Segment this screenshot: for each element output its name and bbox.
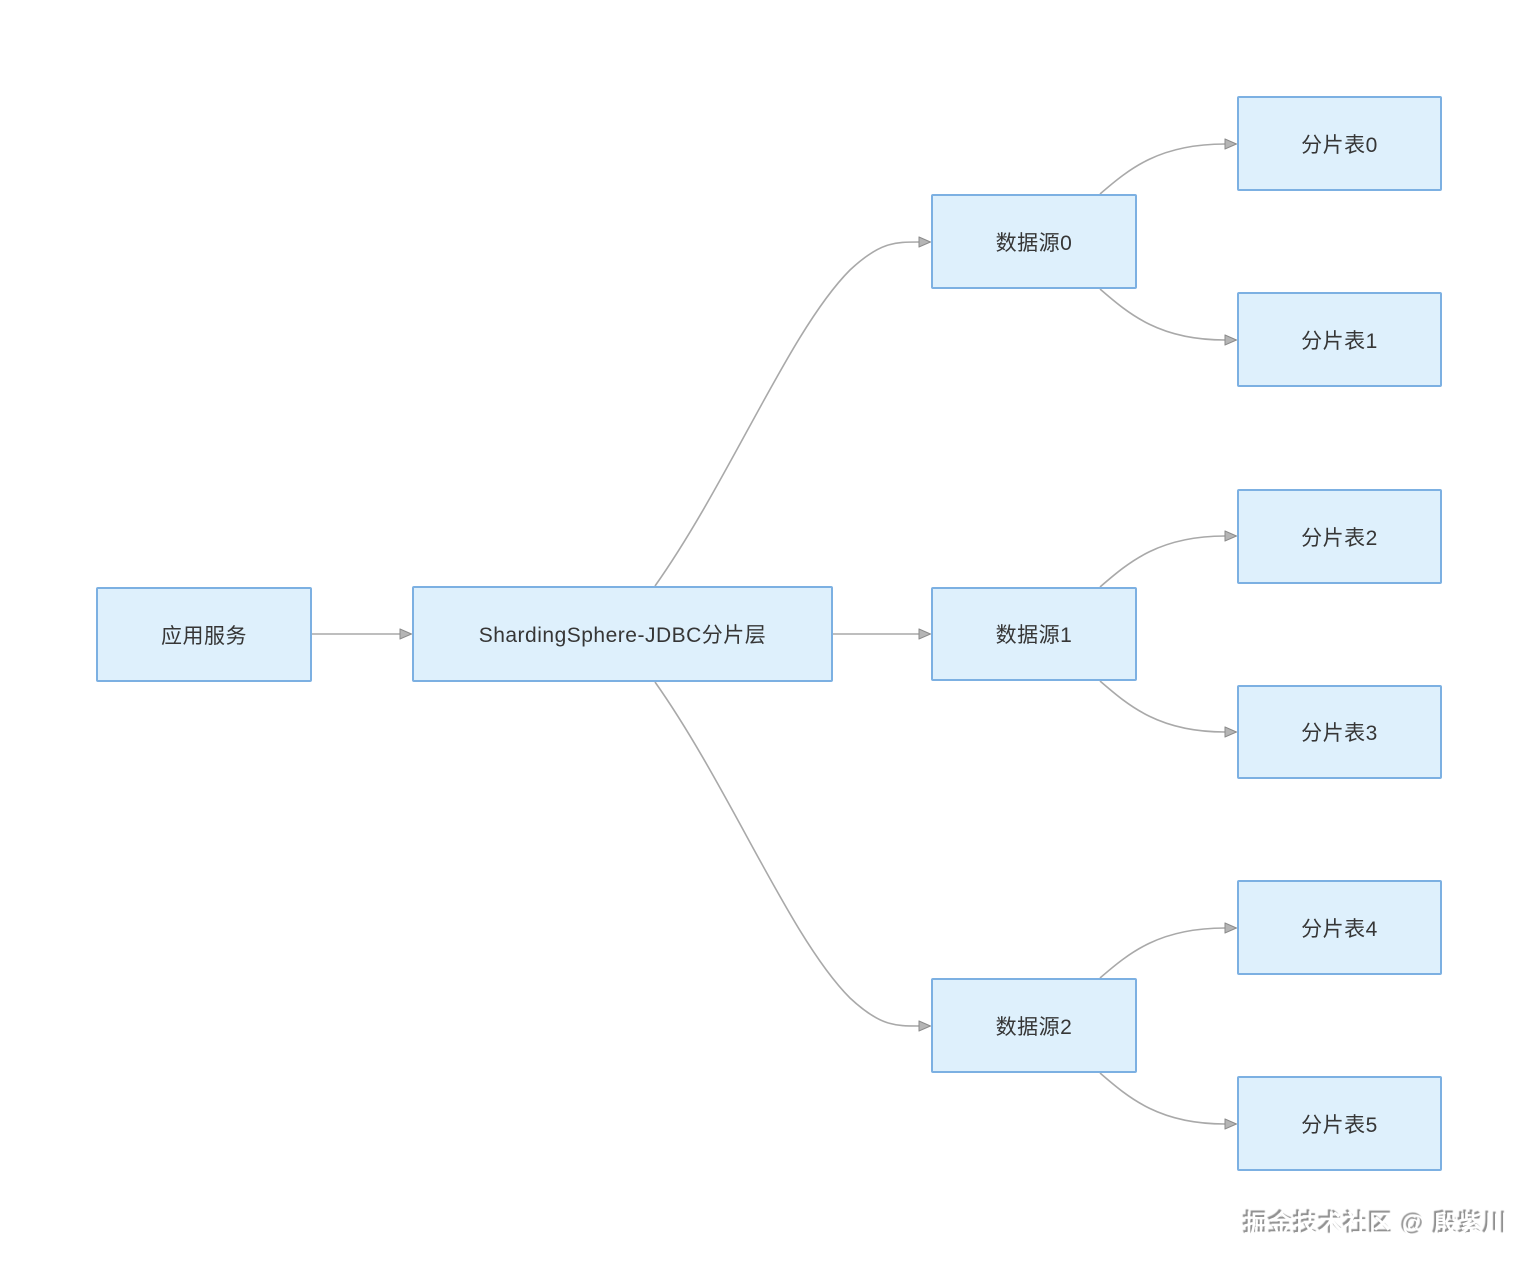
node-datasource-2: 数据源2 [931, 978, 1137, 1073]
node-label: 应用服务 [161, 624, 247, 648]
node-shard-table-5: 分片表5 [1237, 1076, 1442, 1171]
node-label: 数据源2 [995, 1015, 1073, 1039]
node-label: 分片表0 [1301, 133, 1378, 157]
node-shard-table-3: 分片表3 [1237, 685, 1442, 779]
node-shard-table-4: 分片表4 [1237, 880, 1442, 975]
node-datasource-1: 数据源1 [931, 587, 1137, 681]
watermark: 掘金技术社区 @ 殷紫川 [1244, 1211, 1509, 1238]
node-shard-table-0: 分片表0 [1237, 96, 1442, 191]
edge-ds1-to-t3 [1099, 680, 1225, 732]
node-label: 分片表2 [1301, 526, 1378, 550]
node-label: 分片表1 [1301, 329, 1378, 353]
node-datasource-0: 数据源0 [931, 194, 1137, 289]
node-shard-table-2: 分片表2 [1237, 489, 1442, 584]
node-shardingsphere-jdbc-layer: ShardingSphere-JDBC分片层 [412, 586, 833, 682]
node-label: 分片表4 [1301, 917, 1378, 941]
node-label: ShardingSphere-JDBC分片层 [478, 624, 767, 647]
node-shard-table-1: 分片表1 [1237, 292, 1442, 387]
node-label: 数据源1 [995, 624, 1073, 647]
edge-ds0-to-t0 [1099, 144, 1225, 195]
node-app-service: 应用服务 [96, 587, 312, 682]
edge-ds2-to-t5 [1099, 1072, 1225, 1124]
edge-ds0-to-t1 [1099, 288, 1225, 340]
node-label: 分片表3 [1301, 722, 1378, 745]
edge-ds1-to-t2 [1099, 536, 1225, 588]
edge-ds2-to-t4 [1099, 928, 1225, 979]
edge-sharding-layer-to-ds2 [654, 681, 919, 1026]
node-label: 分片表5 [1301, 1113, 1378, 1137]
node-label: 数据源0 [995, 231, 1073, 255]
edge-sharding-layer-to-ds0 [654, 242, 919, 587]
